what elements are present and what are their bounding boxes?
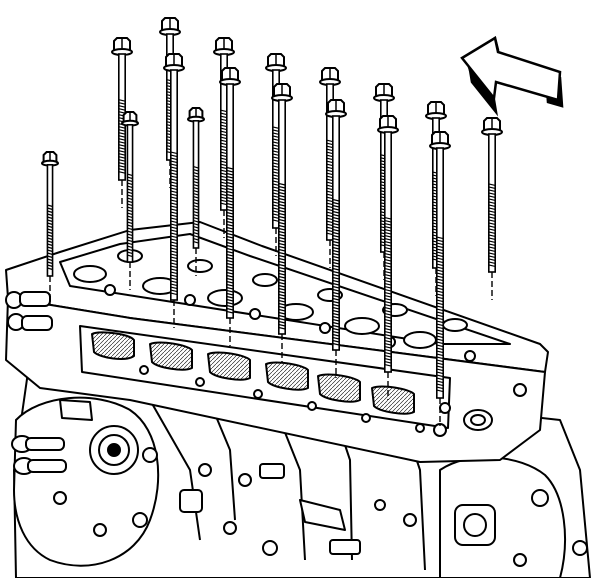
head-bolt (187, 107, 205, 276)
head-bolt (319, 67, 341, 268)
head-bolt (271, 83, 293, 362)
head-bolt (377, 115, 399, 400)
head-bolt (481, 117, 503, 300)
head-bolt (163, 53, 185, 328)
head-bolt (121, 111, 139, 290)
head-bolt (325, 99, 347, 378)
head-bolts (41, 17, 503, 426)
front-direction-arrow-icon (460, 35, 564, 117)
head-bolt (111, 37, 133, 208)
head-bolt (219, 67, 241, 346)
head-bolt (429, 131, 451, 426)
head-bolt (41, 151, 59, 304)
